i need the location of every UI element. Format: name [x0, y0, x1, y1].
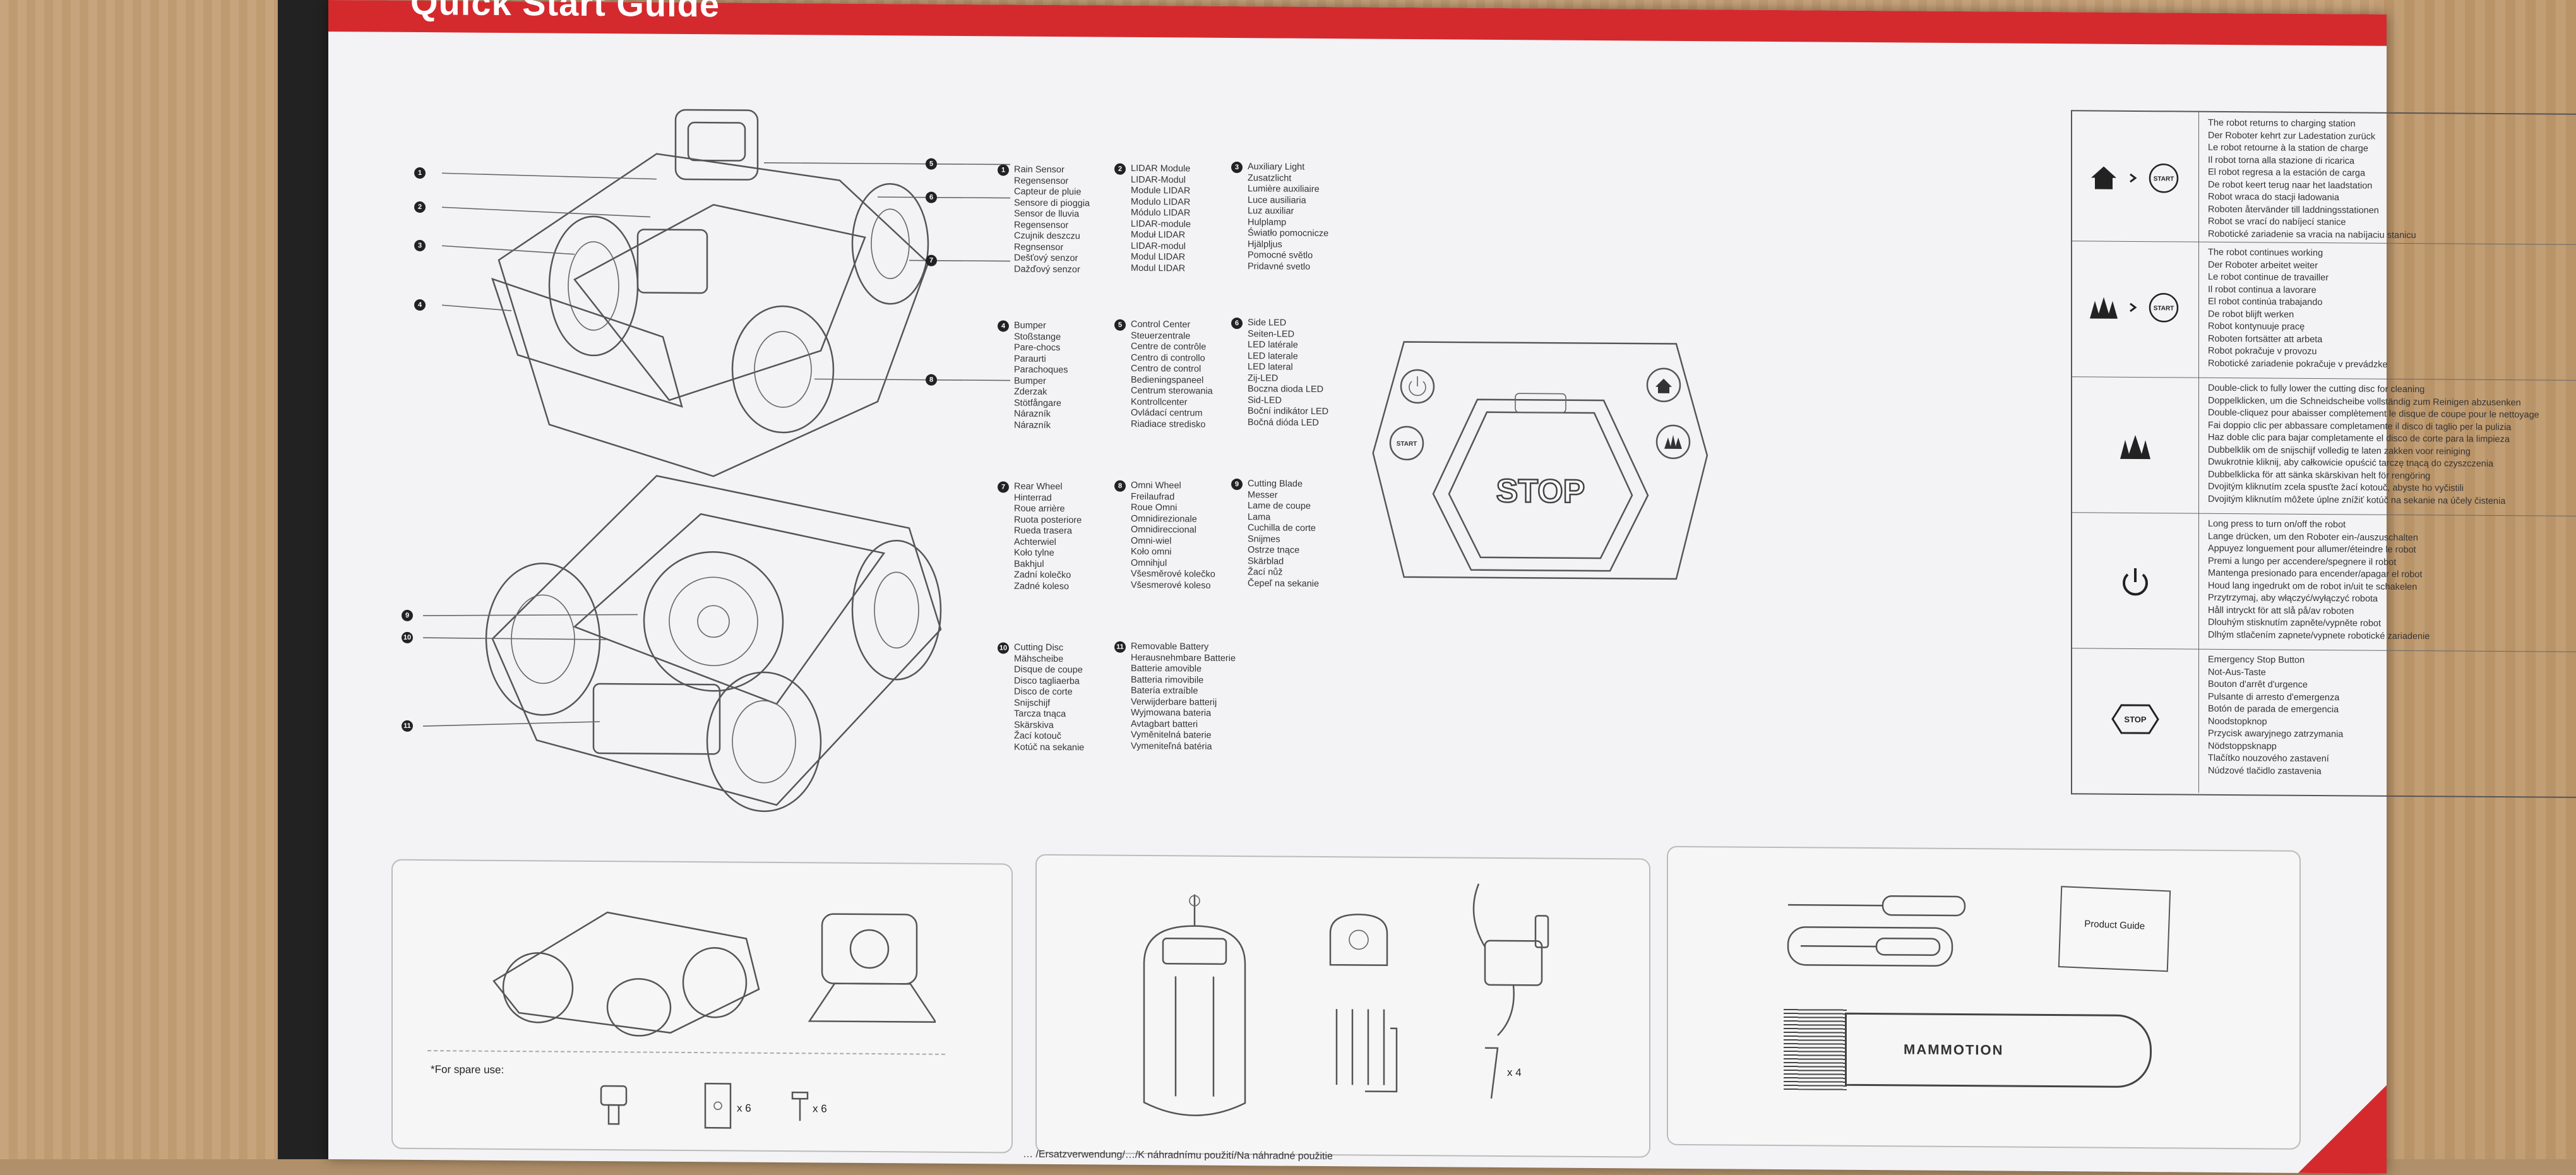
mow-icon: [1664, 434, 1682, 449]
screw-quantity: x 6: [813, 1102, 827, 1115]
box-contents-tools-panel: Product Guide MAMMOTION: [1667, 845, 2301, 1150]
callout-7: 7: [926, 254, 937, 266]
control-panel-diagram: STOP START: [1372, 341, 1708, 580]
callout-3: 3: [414, 239, 426, 252]
start-icon: START: [2154, 305, 2174, 312]
robot-underside-view: [485, 475, 942, 813]
robot-top-illustration: [422, 109, 1010, 813]
callout-6: 6: [926, 191, 937, 203]
peg-quantity: x 4: [1507, 1066, 1522, 1079]
table-row-return-home: START The robot returns to charging stat…: [2072, 111, 2576, 246]
icon-cell: STOP: [2072, 648, 2199, 793]
charging-station-illustration: [1143, 894, 1246, 1116]
power-icon: [2123, 568, 2148, 596]
footer-text: … /Ersatzverwendung/…/K náhradnímu použi…: [1023, 1148, 1333, 1162]
mow-icon: [2090, 297, 2118, 319]
spare-divider: [427, 1050, 945, 1055]
callout-8: 8: [926, 374, 937, 386]
robot-front-view: [491, 109, 929, 477]
robot-and-station-illustration: [492, 911, 936, 1037]
callout-4: 4: [414, 299, 426, 311]
spare-blade-icon: [704, 1082, 732, 1129]
quick-start-sheet: Quick Start Guide: [328, 0, 2576, 1174]
safety-key-icon: [600, 1085, 628, 1125]
box-contents-robot-panel: *For spare use: x 6 x 6: [391, 859, 1013, 1154]
product-guide-booklet: Product Guide: [2058, 886, 2171, 972]
row-text: Double-click to fully lower the cutting …: [2208, 383, 2539, 506]
screwdrivers-icon: [1787, 895, 1966, 967]
home-icon: [1655, 378, 1672, 393]
table-row-lower-disc: Double-click to fully lower the cutting …: [2072, 376, 2576, 517]
mow-icon: [2120, 434, 2150, 460]
brush-bristles: [1784, 1008, 1847, 1090]
stop-label: STOP: [1496, 473, 1585, 510]
callout-lines: [422, 162, 1010, 727]
chevron-right-icon: [2130, 302, 2137, 313]
brush-brand-label: MAMMOTION: [1904, 1041, 2004, 1058]
lidar-cover-icon: [1329, 914, 1388, 966]
icon-cell: START: [2072, 241, 2199, 378]
start-label: START: [1397, 441, 1417, 448]
spare-screw-icon: [791, 1091, 809, 1121]
start-icon: START: [2154, 176, 2174, 182]
callout-5: 5: [926, 158, 937, 170]
chevron-right-icon: [2130, 173, 2137, 183]
callout-9: 9: [402, 609, 413, 621]
corner-accent: [2298, 1084, 2387, 1174]
spare-use-label: *For spare use:: [431, 1063, 504, 1076]
screws-and-key-icon: [1335, 1009, 1398, 1093]
home-icon: [2091, 166, 2116, 189]
icon-cell: [2072, 512, 2199, 649]
cleaning-brush: MAMMOTION: [1784, 1008, 2152, 1090]
callout-10: 10: [402, 631, 413, 643]
ground-peg-icon: [1485, 1047, 1499, 1099]
product-guide-label: Product Guide: [2084, 918, 2145, 932]
callout-2: 2: [414, 201, 426, 213]
icon-cell: [2072, 376, 2199, 513]
box-contents-accessories-panel: x 4: [1035, 854, 1650, 1158]
power-adapter-icon: [1472, 883, 1549, 1036]
page-title: Quick Start Guide: [410, 0, 720, 25]
callout-11: 11: [402, 720, 413, 732]
button-function-table: START The robot returns to charging stat…: [2071, 110, 2576, 799]
stop-icon: STOP: [2111, 704, 2159, 734]
svg-text:STOP: STOP: [2124, 715, 2146, 724]
icon-cell: START: [2072, 111, 2199, 242]
power-icon: [1409, 376, 1426, 397]
blade-quantity: x 6: [737, 1102, 751, 1114]
callout-1: 1: [414, 167, 426, 179]
box-edge: [278, 0, 328, 1159]
cardboard-right: [2374, 0, 2576, 1159]
